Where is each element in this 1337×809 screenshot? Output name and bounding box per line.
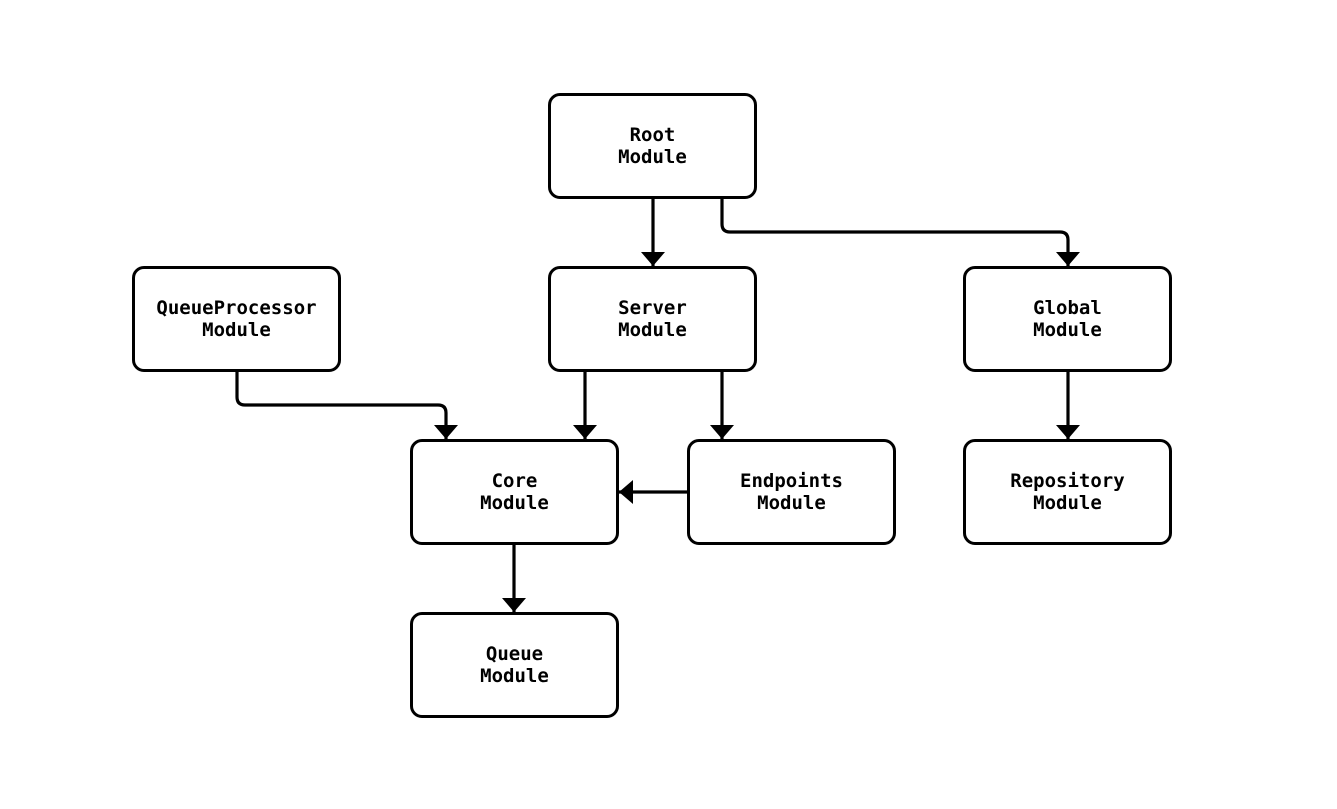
node-queue-module: Queue Module	[410, 612, 619, 718]
node-endpoints-module: Endpoints Module	[687, 439, 896, 545]
node-root-module: Root Module	[548, 93, 757, 199]
node-label: Root Module	[618, 124, 687, 168]
node-server-module: Server Module	[548, 266, 757, 372]
node-label: Server Module	[618, 297, 687, 341]
node-label: Global Module	[1033, 297, 1102, 341]
node-label: QueueProcessor Module	[156, 297, 317, 341]
node-repository-module: Repository Module	[963, 439, 1172, 545]
node-label: Repository Module	[1010, 470, 1125, 514]
node-label: Core Module	[480, 470, 549, 514]
node-queueprocessor-module: QueueProcessor Module	[132, 266, 341, 372]
node-core-module: Core Module	[410, 439, 619, 545]
node-label: Endpoints Module	[740, 470, 843, 514]
edge-queueprocessor-to-core	[235, 372, 458, 439]
node-label: Queue Module	[480, 643, 549, 687]
edge-root-to-global	[720, 198, 1080, 266]
node-global-module: Global Module	[963, 266, 1172, 372]
